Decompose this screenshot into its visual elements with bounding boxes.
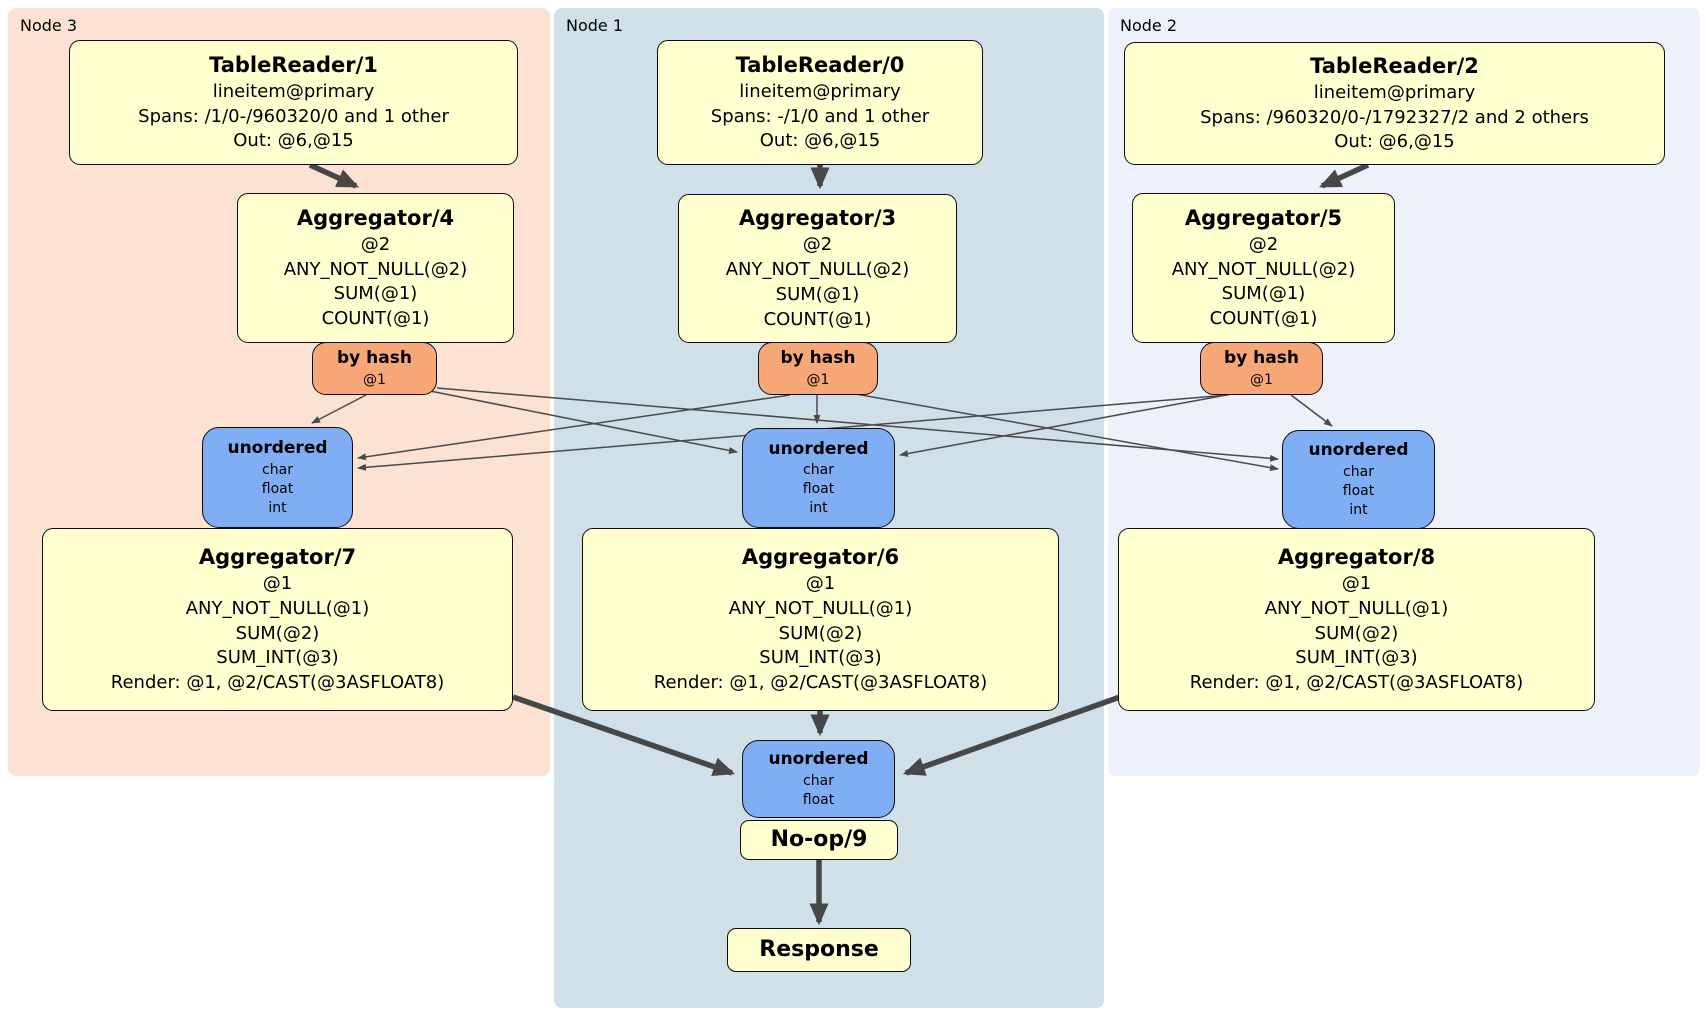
sync-title: unordered (227, 438, 328, 459)
processor-aggregator-4: Aggregator/4 @2 ANY_NOT_NULL(@2) SUM(@1)… (237, 193, 514, 343)
processor-response: Response (727, 928, 911, 972)
router-by-hash-node2: by hash @1 (1200, 342, 1323, 395)
processor-aggregator-5: Aggregator/5 @2 ANY_NOT_NULL(@2) SUM(@1)… (1132, 193, 1395, 343)
router-by-hash-node1: by hash @1 (758, 342, 878, 395)
processor-tablereader-0: TableReader/0 lineitem@primary Spans: -/… (657, 40, 983, 165)
processor-title: Aggregator/5 (1184, 205, 1343, 230)
processor-title: Aggregator/8 (1277, 544, 1436, 569)
processor-aggregator-8: Aggregator/8 @1 ANY_NOT_NULL(@1) SUM(@2)… (1118, 528, 1595, 711)
processor-tablereader-1: TableReader/1 lineitem@primary Spans: /1… (69, 40, 518, 165)
processor-title: Aggregator/4 (296, 205, 455, 230)
sync-title: unordered (1308, 440, 1409, 461)
router-title: by hash (1224, 348, 1299, 369)
sync-unordered-node3: unordered char float int (202, 427, 353, 528)
sync-unordered-node2: unordered char float int (1282, 430, 1435, 529)
processor-title: Aggregator/7 (198, 544, 357, 569)
sync-unordered-node1: unordered char float int (742, 428, 895, 528)
processor-title: TableReader/1 (209, 52, 378, 77)
processor-noop-9: No-op/9 (740, 820, 898, 860)
panel-node3-label: Node 3 (20, 16, 78, 35)
processor-title: Aggregator/6 (741, 544, 900, 569)
processor-title: TableReader/2 (1310, 53, 1479, 78)
router-title: by hash (780, 348, 856, 369)
sync-title: unordered (768, 438, 869, 459)
processor-title: Response (759, 936, 879, 962)
router-title: by hash (337, 348, 412, 369)
processor-aggregator-3: Aggregator/3 @2 ANY_NOT_NULL(@2) SUM(@1)… (678, 194, 957, 343)
processor-tablereader-2: TableReader/2 lineitem@primary Spans: /9… (1124, 42, 1665, 165)
processor-title: Aggregator/3 (738, 206, 897, 231)
panel-node2-label: Node 2 (1120, 16, 1178, 35)
sync-unordered-final: unordered char float (742, 740, 895, 818)
processor-aggregator-6: Aggregator/6 @1 ANY_NOT_NULL(@1) SUM(@2)… (582, 528, 1059, 711)
router-by-hash-node3: by hash @1 (312, 342, 437, 395)
processor-title: No-op/9 (770, 826, 868, 852)
panel-node1-label: Node 1 (566, 16, 624, 35)
processor-aggregator-7: Aggregator/7 @1 ANY_NOT_NULL(@1) SUM(@2)… (42, 528, 513, 711)
processor-title: TableReader/0 (735, 52, 905, 77)
sync-title: unordered (768, 749, 869, 770)
